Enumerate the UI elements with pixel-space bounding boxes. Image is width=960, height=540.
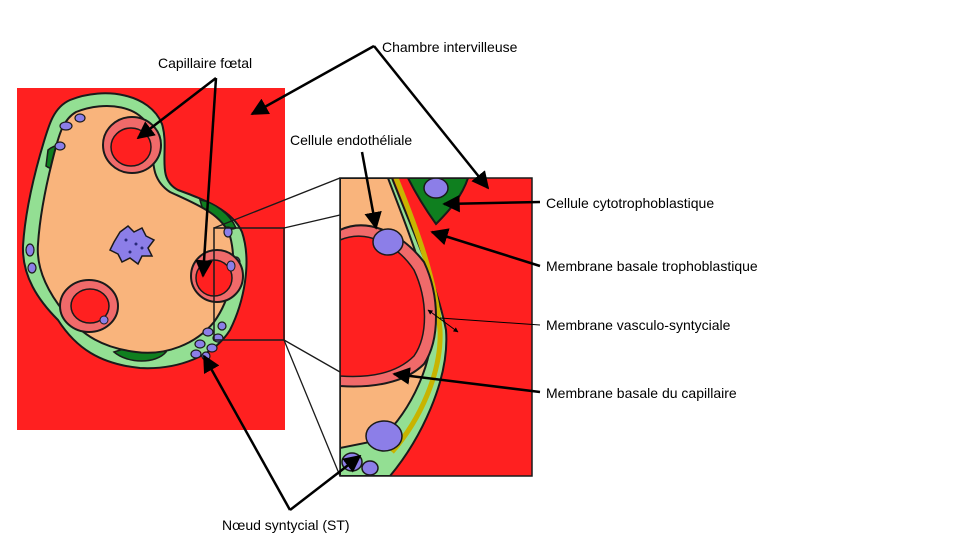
arrow-noeud-right	[289, 454, 362, 511]
zoom-region-box	[213, 227, 285, 341]
arrow-basale-capillaire	[392, 367, 541, 394]
syncytial-knot-cluster	[190, 321, 227, 361]
arrow-capillaire-right	[195, 77, 218, 278]
label-capillaire-foetal: Capillaire fœtal	[158, 55, 253, 71]
label-noeud-syntycial: Nœud syntycial (ST)	[222, 517, 350, 533]
fetal-capillary-bottom-left	[59, 279, 119, 333]
fetal-capillary-top	[102, 116, 162, 174]
label-membrane-basale-capillaire: Membrane basale du capillaire	[546, 385, 737, 401]
zoom-panel	[340, 178, 532, 476]
arrow-cytotropho	[442, 194, 541, 213]
arrow-basale-tropho	[430, 228, 541, 268]
arrow-noeud-left	[202, 354, 292, 511]
stroma-nucleus	[108, 225, 156, 266]
fetal-capillary-right	[190, 249, 244, 303]
label-membrane-basale-trophoblastique: Membrane basale trophoblastique	[546, 258, 758, 274]
label-cellule-cytotrophoblastique: Cellule cytotrophoblastique	[546, 195, 715, 211]
stroma-nucleus-dots	[124, 238, 144, 254]
label-chambre-intervilleuse: Chambre intervilleuse	[382, 39, 518, 55]
arrow-chambre-left	[250, 44, 375, 116]
arrow-chambre-right	[373, 45, 490, 190]
zoom-panel-border	[339, 177, 533, 477]
label-membrane-vasculo-syntyciale: Membrane vasculo-syntyciale	[546, 317, 731, 333]
arrow-endotheliale	[360, 151, 382, 230]
annotation-arrows	[136, 44, 541, 511]
zoom-connector-lines	[213, 177, 341, 477]
vasculo-syncytial-indicator	[427, 309, 541, 333]
label-cellule-endotheliale: Cellule endothéliale	[290, 132, 413, 148]
arrow-capillaire-top	[136, 77, 217, 140]
